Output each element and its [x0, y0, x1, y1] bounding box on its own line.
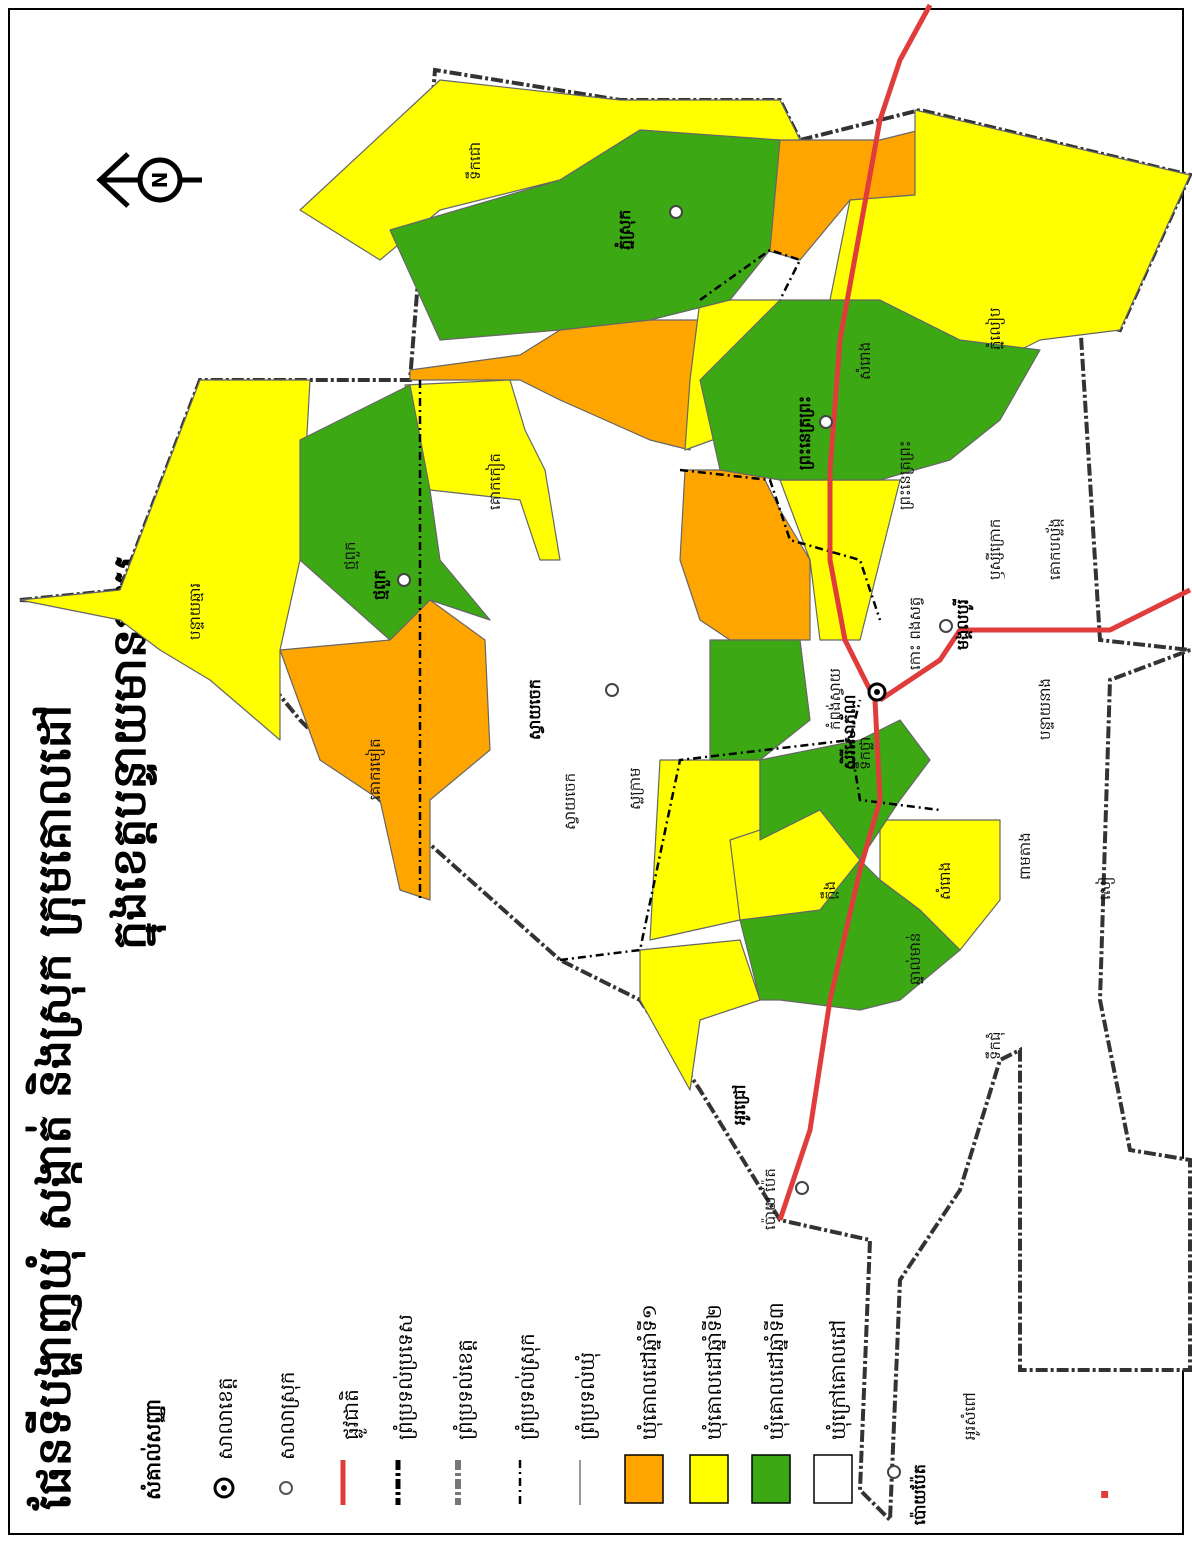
commune-label: ឆ្នាល់មាន់: [905, 933, 924, 985]
commune-green-south-1: [709, 639, 811, 761]
north-arrow: N: [96, 152, 202, 208]
legend-label: ឃុំក្រៅគោលដៅ: [825, 1320, 852, 1440]
district-seat-marker: [939, 619, 953, 633]
commune-label: ថ្មពួក: [341, 541, 360, 570]
district-borders: [418, 248, 941, 962]
province-map: ថ្មពួក ស្វាយចេក ព្រះនេត្រព្រះ សិរីសោភ័ណ …: [19, 3, 1192, 1525]
legend-label: សាលាស្រុក: [275, 1372, 301, 1460]
district-label: អូរជ្រៅ: [730, 1085, 751, 1125]
district-label: ស្វាយចេក: [525, 679, 545, 740]
district-label: ប៉ោយប៉ែត: [909, 1464, 929, 1525]
commune-green-east-1: [389, 129, 781, 341]
commune-label: ទឹកជុំ: [985, 1031, 1005, 1060]
legend-label: ព្រំប្រទល់ប្រទេស: [392, 1314, 417, 1440]
commune-label: គោករមៀត: [365, 738, 385, 800]
north-arrow-head: [96, 152, 130, 208]
district-seat-marker: [669, 205, 683, 219]
commune-thmar-puok: [299, 384, 491, 641]
commune-label: ភ្នំលៀប: [985, 307, 1005, 350]
district-seat-marker: [819, 415, 833, 429]
legend-label: ឃុំគោលដៅឆ្នាំទី២: [701, 1304, 728, 1440]
commune-label: ស្វាយចេក: [561, 773, 579, 830]
district-seat-marker: [795, 1181, 809, 1195]
map-frame: [8, 8, 1184, 1535]
district-seat-marker: [887, 1465, 901, 1479]
district-label: សិរីសោភ័ណ: [839, 695, 859, 770]
commune-label: សំរោង: [935, 862, 954, 900]
district-seat-marker: [397, 573, 411, 587]
commune-label: ពាមតាង: [1016, 832, 1034, 880]
commune-sw-yellow: [639, 939, 761, 1091]
commune-label: គោកបល្ល័ង្ក: [1045, 518, 1064, 580]
commune-label: ឫស្សីក្រោក: [985, 519, 1005, 580]
legend-label: ឃុំគោលដៅឆ្នាំទី៣: [763, 1302, 790, 1440]
commune-labels: ថ្មពួក គោកកៀត បន្ទាយឆ្មារ គោករមៀត ស្វាយច…: [186, 142, 1115, 1440]
district-seat-marker: [605, 683, 619, 697]
commune-label: បន្ទាយឆ្មារ: [186, 583, 204, 640]
commune-banteay-chhmar: [19, 379, 311, 741]
legend-label: ព្រំប្រទល់ឃុំ: [574, 1352, 601, 1440]
commune-label: ព្រះនេត្រព្រះ: [896, 441, 914, 510]
legend-label: ព្រំប្រទល់ខេត្ត: [452, 1339, 477, 1440]
district-labels: ថ្មពួក ស្វាយចេក ព្រះនេត្រព្រះ សិរីសោភ័ណ …: [370, 210, 974, 1525]
commune-green-south-2: [759, 719, 931, 861]
national-roads: [777, 3, 1192, 1221]
commune-label: សំរោង: [855, 342, 874, 380]
commune-rohal: [679, 469, 811, 641]
district-label: ព្រះនេត្រព្រះ: [795, 396, 815, 470]
commune-label: កំពង់ស្វាយ: [825, 668, 844, 730]
commune-center-yellow: [779, 479, 901, 641]
legend-label: ឃុំគោលដៅឆ្នាំទី១: [636, 1304, 663, 1440]
district-label: មង្គលបូរី: [952, 598, 974, 650]
legend-swatch-non-target: [813, 1454, 853, 1504]
commune-label: ទឹកថ្លា: [855, 737, 874, 770]
title-line-1: ផែនទីបង្ហាញឃុំ សង្កាត់ និងស្រុក ក្រុមគោល…: [25, 705, 86, 1511]
commune-label: បន្ទាយនាង: [1036, 678, 1054, 740]
commune-label: សៀ: [1095, 876, 1115, 900]
legend-label: ព្រំប្រទល់ស្រុក: [514, 1333, 541, 1440]
legend-district-seat-icon: [279, 1481, 293, 1495]
north-compass-icon: [137, 157, 183, 203]
legend-label: សាលាខេត្ត: [213, 1377, 237, 1460]
legend: សំគាល់សញ្ញា សាលាខេត្ត សាលាស្រុក ផ្លូវជាត…: [140, 1302, 853, 1505]
commune-label: ស្លក្រាម: [626, 767, 644, 810]
legend-heading: សំគាល់សញ្ញា: [140, 1399, 166, 1500]
legend-label: ផ្លូវជាតិ: [338, 1389, 367, 1440]
district-label: ភ្នំស្រុក: [614, 210, 636, 250]
commune-label: ប៉ោយ ប៉ែត: [761, 1168, 779, 1230]
commune-label: អូរសំពៅ: [960, 1392, 980, 1440]
footer-mark: ▪: [1100, 1486, 1110, 1502]
legend-swatch-group-2: [689, 1454, 729, 1504]
legend-swatch-group-3: [751, 1454, 791, 1504]
commune-label: ក្ដឹង: [820, 881, 839, 900]
commune-label: កោះ ពងសត្វ: [906, 597, 924, 670]
commune-label: ទឹកជោ: [465, 142, 484, 180]
district-label: ថ្មពួក: [370, 570, 391, 600]
seat-markers: [397, 205, 953, 1479]
commune-kouk-kakthen: [404, 379, 561, 561]
commune-phnom-liep-orange: [409, 319, 701, 451]
map-title: ផែនទីបង្ហាញឃុំ សង្កាត់ និងស្រុក ក្រុមគោល…: [25, 556, 166, 1511]
north-letter: N: [148, 172, 172, 189]
legend-swatch-group-1: [624, 1454, 664, 1504]
commune-label: គោកកៀត: [485, 453, 505, 510]
commune-green-south-3: [739, 859, 961, 1011]
